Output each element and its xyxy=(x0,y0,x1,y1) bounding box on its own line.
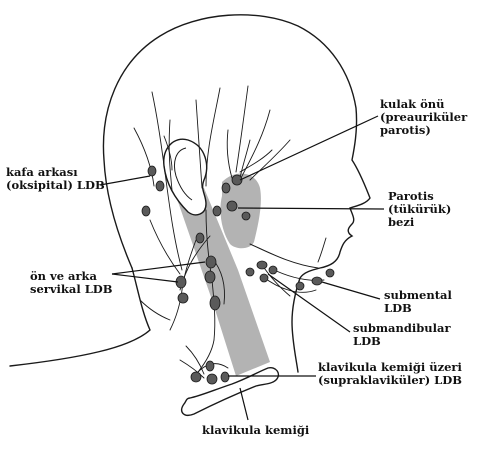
submandibular-node xyxy=(245,267,255,277)
label-preauricular: kulak önü (preauriküler parotis) xyxy=(380,98,467,137)
leader-submandibular xyxy=(267,273,351,333)
lymph-nodes xyxy=(141,165,335,385)
supraclavicular-node xyxy=(220,371,230,383)
label-submandibular-line2: LDB xyxy=(353,334,381,348)
label-parotid-gland: Parotis (tükürük) bezi xyxy=(388,190,451,229)
parotid-node xyxy=(212,205,222,217)
supraclavicular-node xyxy=(206,373,218,385)
label-submandibular-line1: submandibular xyxy=(353,321,451,335)
parotid-gland-region xyxy=(220,173,261,249)
label-clavicle: klavikula kemiği xyxy=(202,424,309,437)
occipital-node xyxy=(147,165,157,177)
occipital-node xyxy=(141,205,151,217)
submental-node xyxy=(311,276,323,286)
preauricular-node xyxy=(221,182,231,194)
supraclavicular-node xyxy=(205,360,215,372)
clavicle-bone xyxy=(180,366,280,416)
parotid-node xyxy=(226,200,238,212)
parotid-node xyxy=(241,211,251,221)
leader-submental xyxy=(321,281,381,300)
leader-preauricular xyxy=(239,115,379,181)
leader-occipital xyxy=(99,175,151,186)
label-clavicle-line1: klavikula kemiği xyxy=(202,423,310,437)
label-supraclavicular-line2: (supraklaviküler) LDB xyxy=(318,373,462,387)
jaw-outline xyxy=(249,243,319,269)
label-cervical-line2: servikal LDB xyxy=(30,282,113,296)
supraclavicular-node xyxy=(190,371,202,383)
label-parotid-line1: Parotis xyxy=(388,189,434,203)
submandibular-node xyxy=(259,273,269,283)
submental-node xyxy=(325,268,335,278)
cervical-node xyxy=(205,255,217,269)
preauricular-node xyxy=(231,174,243,186)
submandibular-node xyxy=(256,260,268,270)
leader-clavicle xyxy=(239,387,249,421)
ear-inner xyxy=(173,147,193,201)
label-cervical: ön ve arka servikal LDB xyxy=(30,270,112,296)
label-preauricular-line3: parotis) xyxy=(380,123,431,137)
cervical-node xyxy=(204,270,216,284)
leader-lines xyxy=(99,115,385,421)
head-outline xyxy=(102,14,371,373)
ear-outline xyxy=(163,138,208,216)
label-submental-line1: submental xyxy=(384,288,452,302)
label-cervical-line1: ön ve arka xyxy=(30,269,97,283)
label-occipital: kafa arkası (oksipital) LDB xyxy=(6,166,105,192)
leader-cervical-1 xyxy=(111,261,206,275)
cervical-node xyxy=(177,292,189,304)
label-occipital-line2: (oksipital) LDB xyxy=(6,178,105,192)
label-parotid-line3: bezi xyxy=(388,215,415,229)
label-supraclavicular: klavikula kemiği üzeri (supraklaviküler)… xyxy=(318,361,462,387)
label-submental-line2: LDB xyxy=(384,301,412,315)
cervical-node xyxy=(209,295,221,311)
label-submandibular: submandibular LDB xyxy=(353,322,451,348)
leader-parotid xyxy=(237,207,385,210)
label-occipital-line1: kafa arkası xyxy=(6,165,78,179)
occipital-node xyxy=(155,180,165,192)
submandibular-node xyxy=(268,265,278,275)
label-preauricular-line2: (preauriküler xyxy=(380,110,468,124)
submental-node xyxy=(295,281,305,291)
label-parotid-line2: (tükürük) xyxy=(388,202,452,216)
label-preauricular-line1: kulak önü xyxy=(380,97,445,111)
back-neck-outline xyxy=(9,267,151,367)
leader-cervical-2 xyxy=(111,273,179,283)
label-submental: submental LDB xyxy=(384,289,452,315)
cervical-node xyxy=(195,232,205,244)
label-supraclavicular-line1: klavikula kemiği üzeri xyxy=(318,360,462,374)
